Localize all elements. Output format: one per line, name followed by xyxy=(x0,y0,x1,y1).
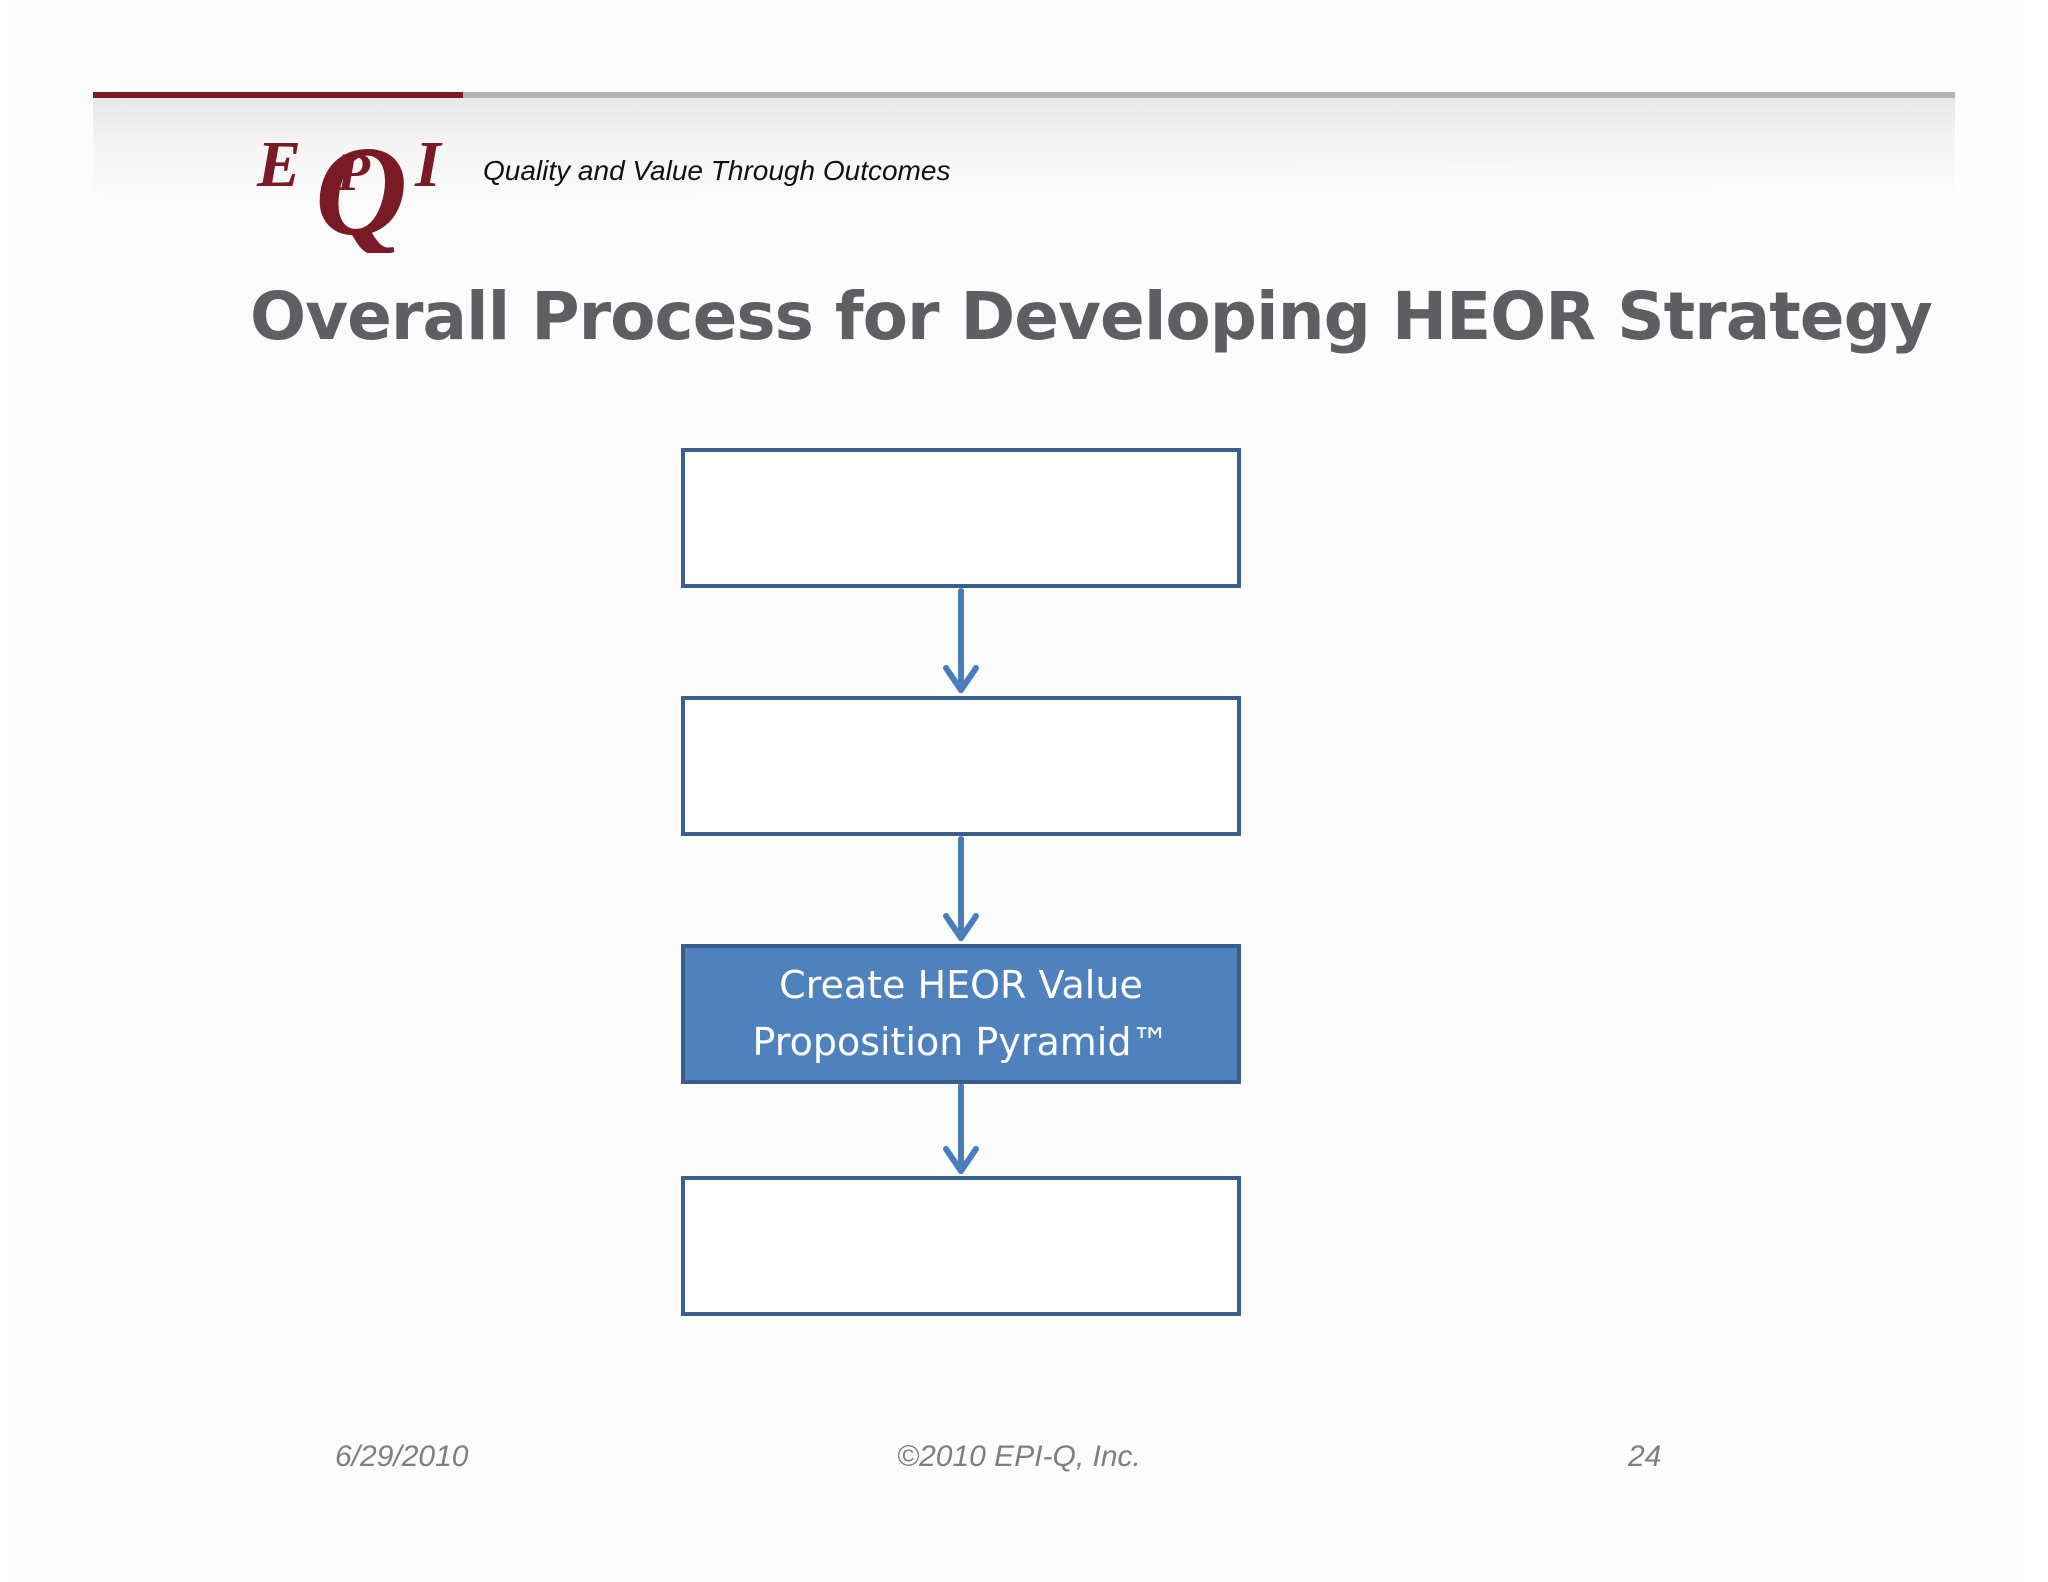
logo-letter-e: E xyxy=(256,128,301,201)
arrow-step1-to-step2 xyxy=(943,588,979,693)
header-accent-rule xyxy=(93,92,463,98)
arrow-step2-to-step3 xyxy=(943,836,979,941)
flow-step-2 xyxy=(681,696,1241,836)
flow-step-3: Create HEOR Value Proposition Pyramid™ xyxy=(681,944,1241,1084)
arrow-step3-to-step4 xyxy=(943,1083,979,1174)
company-tagline: Quality and Value Through Outcomes xyxy=(483,155,951,186)
footer-copyright: ©2010 EPI-Q, Inc. xyxy=(897,1440,1141,1473)
logo-letter-i: I xyxy=(414,128,443,201)
epiq-logo: E Q P I xyxy=(256,120,443,253)
header-band xyxy=(93,92,1955,202)
flow-step-4 xyxy=(681,1176,1241,1316)
logo-letter-p: P xyxy=(336,142,371,202)
flow-step-3-label: Create HEOR Value Proposition Pyramid™ xyxy=(752,963,1170,1064)
logo-letter-q: Q xyxy=(315,120,407,253)
header-rule xyxy=(463,92,1955,98)
flow-step-1 xyxy=(681,448,1241,588)
footer-page-number: 24 xyxy=(1628,1440,1662,1473)
slide-title: Overall Process for Developing HEOR Stra… xyxy=(250,278,1933,355)
footer-date: 6/29/2010 xyxy=(335,1440,469,1473)
